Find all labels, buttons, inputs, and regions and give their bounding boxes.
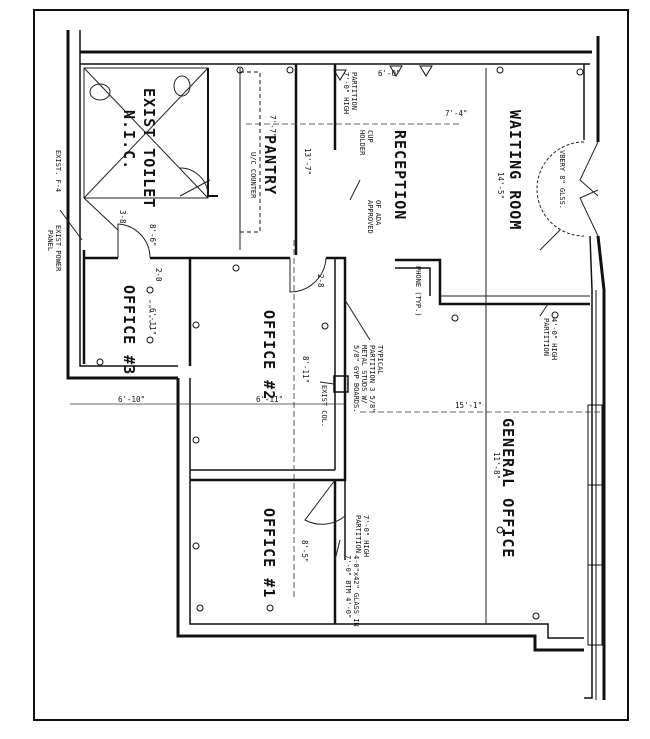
note-partition-7b-1: 7'-0" HIGH bbox=[362, 515, 370, 557]
dim-d13: 8'-5" bbox=[300, 540, 309, 563]
note-glass-1: 4-0"x42" GLASS IN bbox=[352, 555, 360, 627]
dim-d9: 6'-10" bbox=[118, 395, 145, 404]
note-exist-panel: EXIST. F-4 bbox=[54, 150, 62, 192]
dimension-lines bbox=[70, 123, 600, 600]
room-label-exist-toilet: EXIST TOILET bbox=[140, 88, 158, 208]
note-partition-7-high: 7'-0" HIGH bbox=[342, 72, 350, 114]
entry-double-door bbox=[536, 141, 599, 237]
note-phone: PHONE (TYP.) bbox=[414, 266, 422, 317]
note-partition-label: PARTITION bbox=[350, 72, 358, 110]
room-label-general-office: GENERAL OFFICE bbox=[499, 418, 517, 558]
room-label-office-3: OFFICE #3 bbox=[120, 285, 138, 375]
dim-d2: 6'-0" bbox=[378, 69, 401, 78]
note-ada-2: APPROVED bbox=[366, 200, 374, 234]
note-exist-power-1: EXIST POWER bbox=[54, 225, 62, 272]
dim-d5: 6'-11" bbox=[148, 308, 157, 335]
room-label-reception: RECEPTION bbox=[391, 130, 409, 220]
electrical-symbols bbox=[96, 65, 584, 620]
note-ada-1: OF ADA bbox=[374, 200, 382, 226]
dim-d6: 8'-6" bbox=[148, 224, 157, 247]
note-typical-3: METAL STUDS W/ bbox=[360, 345, 368, 404]
dim-d16: 3-8 bbox=[118, 210, 127, 224]
door-swings bbox=[83, 167, 346, 525]
room-label-pantry-note: U/C COUNTER bbox=[249, 152, 257, 199]
dim-d4: 14'-5" bbox=[496, 172, 505, 199]
room-label-nic: N.I.C. bbox=[120, 110, 138, 170]
window-wall bbox=[587, 404, 603, 646]
leader-lines bbox=[59, 179, 561, 561]
exterior-walls bbox=[66, 30, 606, 700]
room-label-office-2: OFFICE #2 bbox=[260, 310, 278, 400]
dim-d7: 13'-7" bbox=[303, 148, 312, 175]
note-partition-7b-2: PARTITION bbox=[354, 515, 362, 553]
room-label-pantry: PANTRY bbox=[261, 135, 279, 195]
dim-d11: 15'-1" bbox=[455, 401, 482, 410]
dim-d10: 6'-11" bbox=[256, 395, 283, 404]
interior-partitions bbox=[82, 64, 590, 624]
note-typical-1: TYPICAL bbox=[376, 345, 384, 375]
note-cup-holder-2: HOLDER bbox=[358, 130, 366, 156]
dim-d12: 11'-8" bbox=[492, 452, 501, 479]
pantry-counter bbox=[239, 71, 261, 233]
dim-d14: 2-0 bbox=[154, 268, 163, 282]
note-typical-4: 5/8" GYP BOARDS. bbox=[352, 345, 360, 412]
note-cup-holder-1: CUP bbox=[366, 130, 374, 143]
note-exist-power-2: PANEL bbox=[46, 230, 54, 251]
dim-d8: 8'-11" bbox=[301, 356, 310, 383]
room-label-waiting-room: WAITING ROOM bbox=[506, 110, 524, 230]
dim-d3: 7'-4" bbox=[445, 109, 468, 118]
note-exist-col: EXIST COL. bbox=[320, 385, 328, 427]
note-high-partition-4: 4'-0" HIGH bbox=[550, 318, 558, 360]
note-partition-4: PARTITION bbox=[542, 318, 550, 356]
note-typical-2: PARTITION 3 5/8" bbox=[368, 345, 376, 412]
note-glass-2: 7'-0" BTM 4'-0" bbox=[344, 555, 352, 618]
room-label-office-1: OFFICE #1 bbox=[260, 508, 278, 598]
sheet-border bbox=[33, 9, 629, 721]
dim-d15: 2-8 bbox=[316, 274, 325, 288]
note-vbery-glass: VBERY 8" GLSS. bbox=[558, 150, 566, 209]
dim-d1: 7'-7" bbox=[268, 115, 277, 138]
